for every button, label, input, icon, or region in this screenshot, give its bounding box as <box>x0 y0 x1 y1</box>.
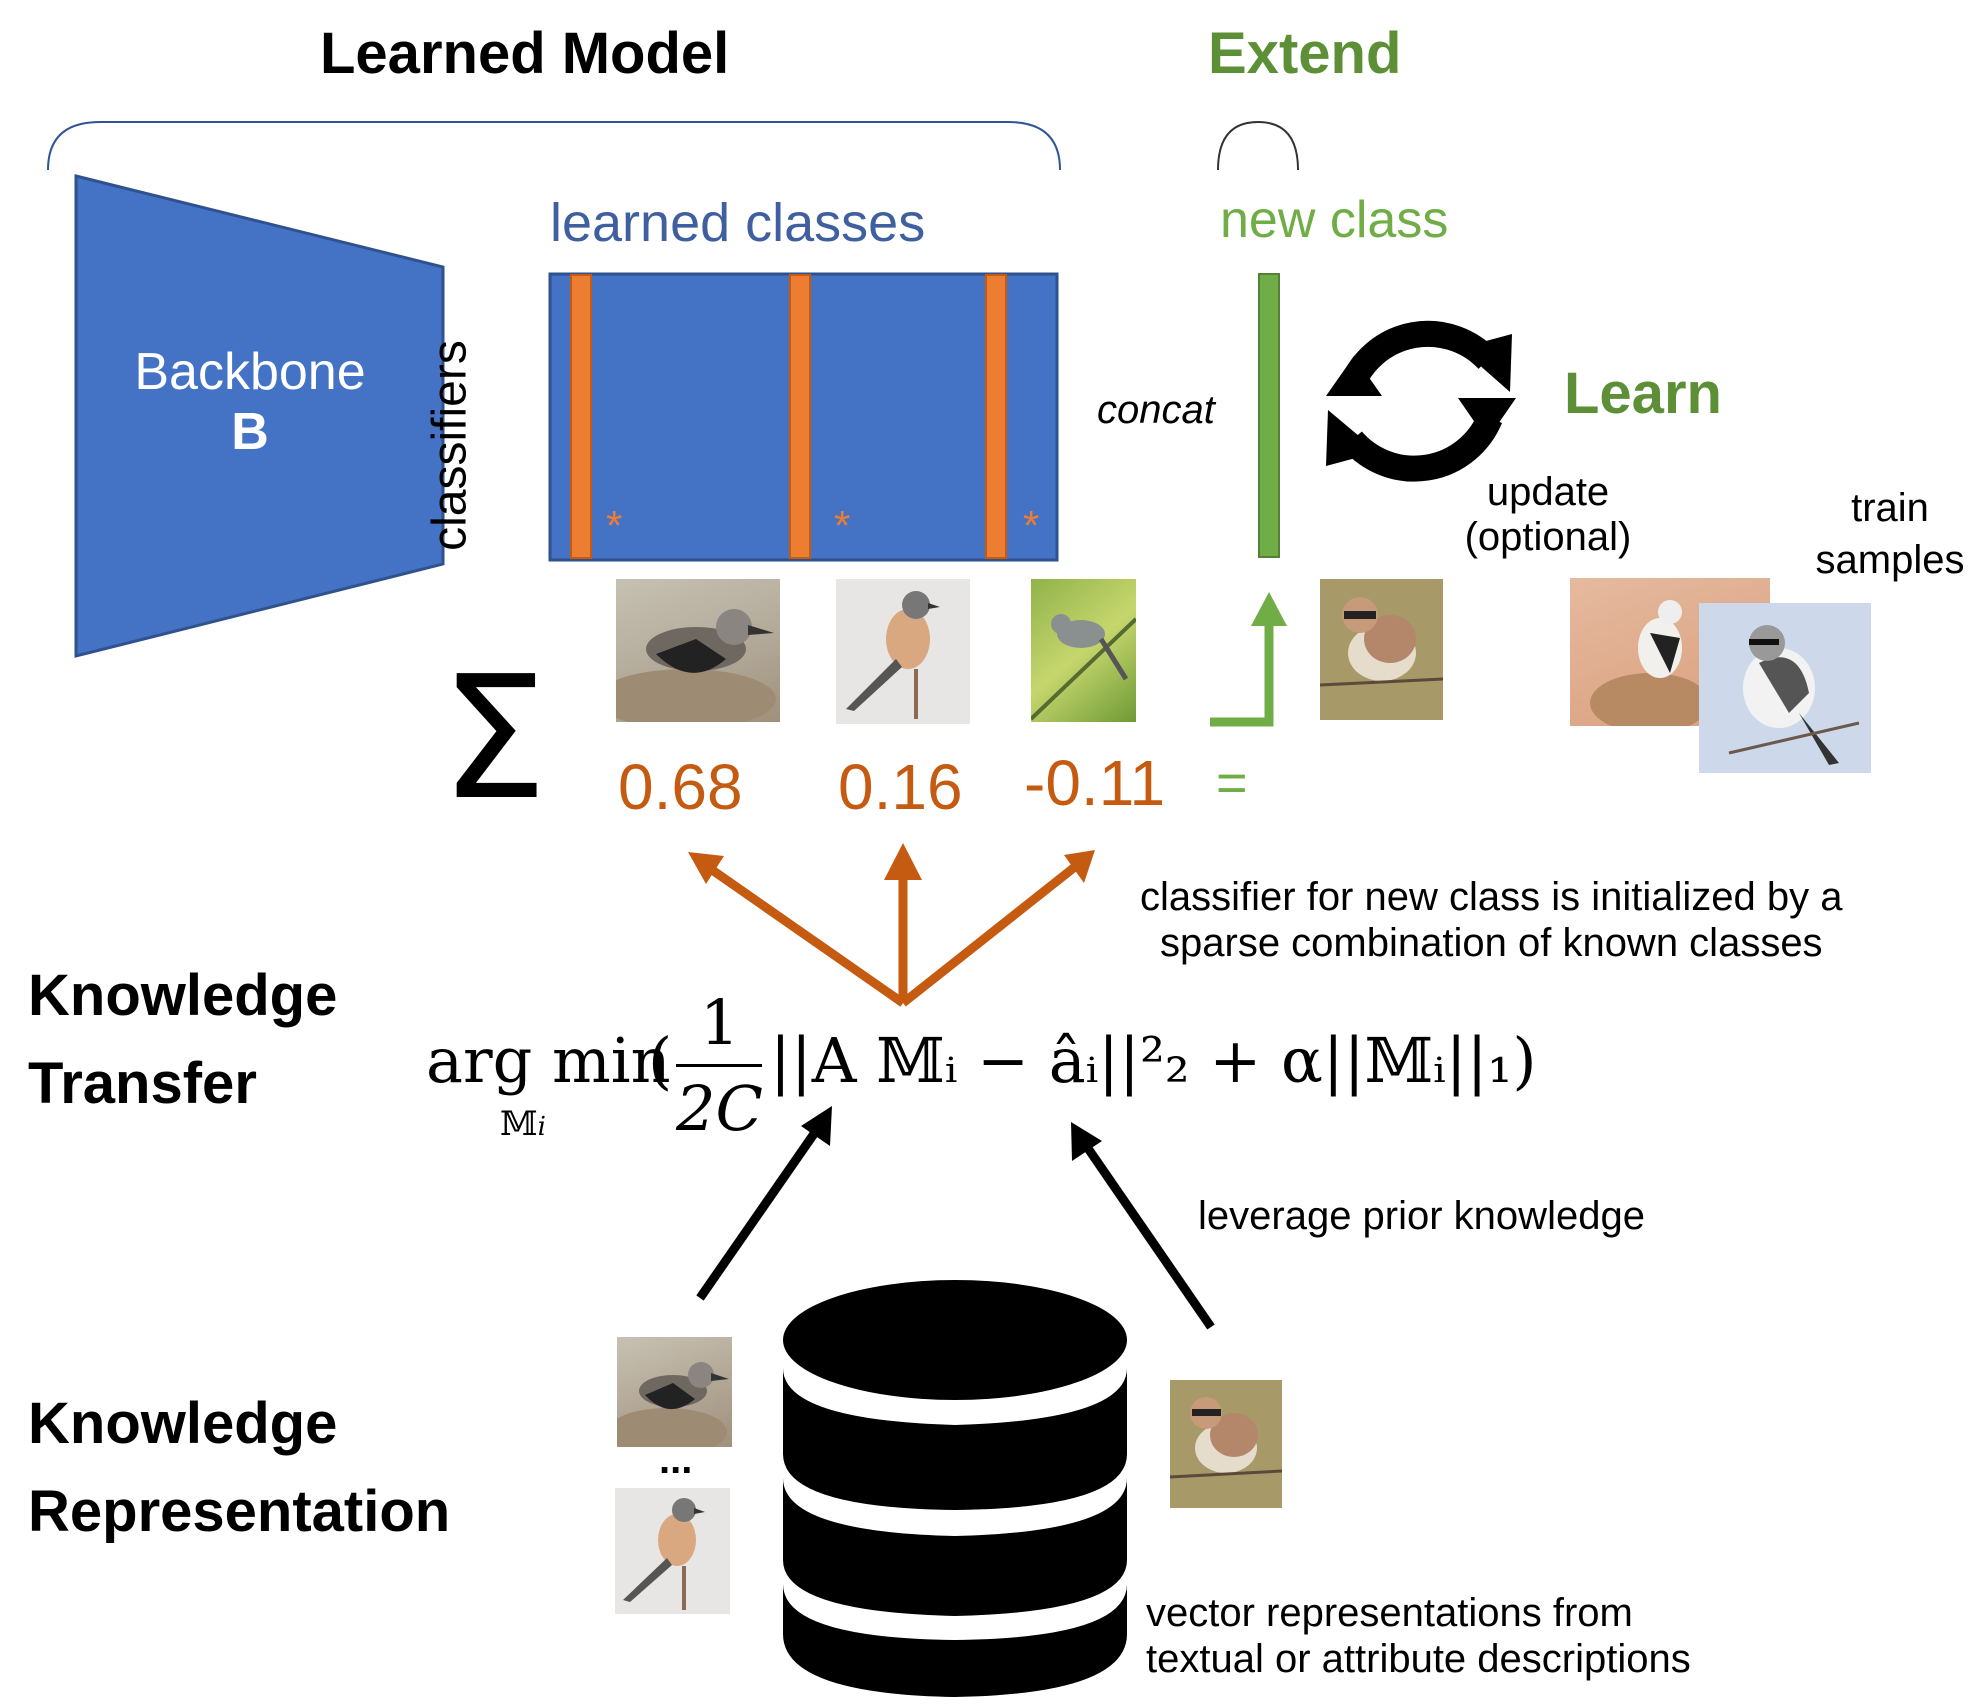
weight-2: 0.16 <box>838 751 963 823</box>
new-class-label: new class <box>1220 191 1449 249</box>
equation-body: ||A 𝕄ᵢ − âᵢ||²₂ + α||𝕄ᵢ||₁) <box>770 1024 1537 1097</box>
knowledge-representation-line1: Knowledge <box>28 1391 338 1456</box>
kr-bird-photo-horned-lark <box>1170 1380 1282 1508</box>
bird-photo-shrike-1 <box>836 579 970 724</box>
learned-model-brace <box>47 121 1061 171</box>
argmin-subscript-m: 𝕄 <box>500 1104 538 1144</box>
vector-note-line1: vector representations from <box>1146 1591 1633 1635</box>
selected-classifier-1 <box>570 274 592 559</box>
open-paren: ( <box>648 1024 673 1097</box>
classifier-star-1: * <box>606 502 623 549</box>
knowledge-transfer-label: Knowledge Transfer <box>28 952 337 1128</box>
init-note-line1: classifier for new class is initialized … <box>1140 875 1843 919</box>
knowledge-transfer-line1: Knowledge <box>28 963 338 1028</box>
learned-model-title: Learned Model <box>320 21 730 86</box>
argmin-subscript-i: i <box>537 1112 546 1142</box>
extend-title: Extend <box>1208 21 1402 86</box>
vector-note: vector representations from textual or a… <box>1146 1590 1691 1682</box>
vector-note-line2: textual or attribute descriptions <box>1146 1637 1691 1681</box>
classifier-star-2: * <box>834 502 851 549</box>
backbone-label: Backbone B <box>120 342 380 462</box>
equals-sign: = <box>1216 753 1248 813</box>
leverage-label: leverage prior knowledge <box>1198 1194 1645 1238</box>
selected-classifier-2 <box>789 274 811 559</box>
backbone-label-line1: Backbone <box>134 343 366 401</box>
refresh-cycle-icon <box>1326 320 1516 482</box>
green-arrow-head <box>1251 592 1287 626</box>
bird-photo-horned-lark <box>1320 579 1443 720</box>
kr-bird-photo-shrike <box>615 1488 730 1614</box>
knowledge-transfer-line2: Transfer <box>28 1051 257 1116</box>
fraction-bar <box>676 1064 762 1067</box>
knowledge-representation-label: Knowledge Representation <box>28 1380 450 1556</box>
weight-arrows <box>688 843 1095 1007</box>
weight-1: 0.68 <box>618 751 743 823</box>
green-elbow-arrow <box>1210 620 1274 727</box>
learned-classes-label: learned classes <box>550 193 926 253</box>
sigma-symbol: Σ <box>440 640 548 838</box>
train-sample-photo-2 <box>1699 603 1871 773</box>
classifier-star-3: * <box>1023 502 1040 549</box>
train-samples-label: train samples <box>1800 482 1980 586</box>
ellipsis: ... <box>659 1438 693 1482</box>
bird-photo-gnatcatcher <box>1031 579 1136 722</box>
fraction-denominator: 2C <box>676 1072 763 1145</box>
update-label-line2: (optional) <box>1464 515 1632 559</box>
weight-3: -0.11 <box>1024 747 1166 819</box>
backbone-trapezoid <box>74 174 445 658</box>
kr-bird-photo-nutcracker <box>617 1337 732 1447</box>
classifiers-label: classifiers <box>423 340 477 551</box>
argmin-subscript: 𝕄i <box>500 1104 546 1144</box>
update-label-line1: update <box>1486 470 1610 514</box>
train-samples-line2: samples <box>1815 538 1965 582</box>
learn-label: Learn <box>1564 361 1722 426</box>
concat-label: concat <box>1097 388 1215 432</box>
new-class-classifier <box>1258 273 1280 558</box>
init-note-line2: sparse combination of known classes <box>1160 921 1823 965</box>
selected-classifier-3 <box>985 274 1007 559</box>
knowledge-representation-line2: Representation <box>28 1479 451 1544</box>
bird-photo-nutcracker <box>616 579 780 722</box>
backbone-label-line2: B <box>231 403 269 461</box>
update-label: update (optional) <box>1448 470 1648 560</box>
train-samples-line1: train <box>1851 486 1929 530</box>
prior-knowledge-arrows <box>696 1106 1215 1330</box>
database-icon <box>783 1280 1127 1697</box>
init-note: classifier for new class is initialized … <box>1140 874 1842 966</box>
fraction-numerator: 1 <box>700 986 740 1059</box>
extend-brace <box>1217 120 1299 171</box>
argmin-text: arg min <box>426 1024 671 1097</box>
